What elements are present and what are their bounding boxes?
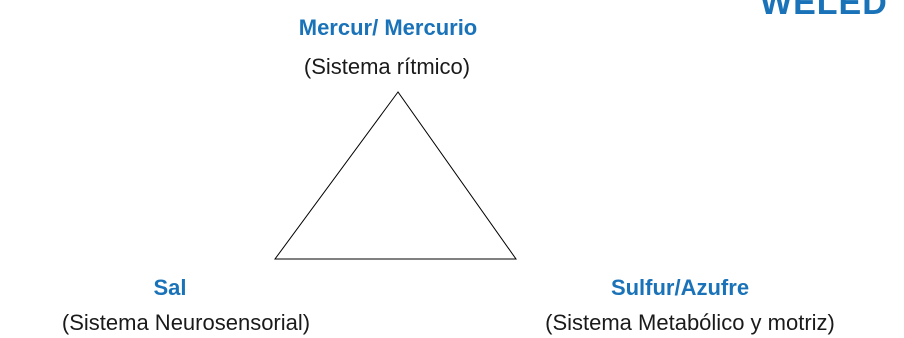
node-top-title: Mercur/ Mercurio xyxy=(298,15,478,40)
node-right-title: Sulfur/Azufre xyxy=(610,275,750,300)
node-left-subtitle: (Sistema Neurosensorial) xyxy=(61,310,311,335)
node-right-subtitle: (Sistema Metabólico y motriz) xyxy=(545,310,835,335)
triangle-shape xyxy=(274,91,517,260)
node-top-subtitle: (Sistema rítmico) xyxy=(303,54,471,79)
brand-logo: WELED xyxy=(760,0,888,22)
node-left-title: Sal xyxy=(153,275,187,300)
